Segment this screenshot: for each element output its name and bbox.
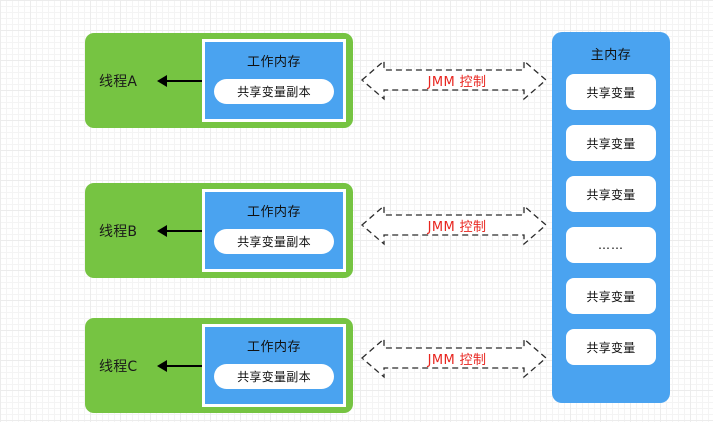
variable-copy-pill-a[interactable]: 共享变量副本 [214, 79, 334, 104]
arrow-head-left-icon [157, 359, 167, 372]
arrow-head-left-icon [157, 74, 167, 87]
arrow-head-left-icon [157, 224, 167, 237]
working-memory-box-a[interactable]: 工作内存 共享变量副本 [202, 39, 346, 122]
thread-label-c: 线程C [99, 358, 138, 375]
jmm-connector-b: JMM 控制 [361, 202, 547, 248]
arrow-shaft [164, 79, 212, 82]
working-memory-title-a: 工作内存 [246, 55, 301, 70]
shared-variable-item[interactable]: 共享变量 [566, 125, 656, 161]
variable-copy-pill-c[interactable]: 共享变量副本 [214, 364, 334, 389]
shared-variable-item[interactable]: …… [566, 227, 656, 263]
jmm-label-b: JMM 控制 [427, 219, 487, 235]
thread-block-a[interactable]: 线程A 工作内存 共享变量副本 [85, 33, 353, 128]
arrow-shaft [164, 229, 212, 232]
main-memory-panel[interactable]: 主内存 共享变量共享变量共享变量……共享变量共享变量 [552, 32, 670, 403]
variable-copy-pill-b[interactable]: 共享变量副本 [214, 229, 334, 254]
jmm-connector-a: JMM 控制 [361, 57, 547, 103]
thread-block-c[interactable]: 线程C 工作内存 共享变量副本 [85, 318, 353, 413]
thread-block-b[interactable]: 线程B 工作内存 共享变量副本 [85, 183, 353, 278]
working-memory-box-c[interactable]: 工作内存 共享变量副本 [202, 324, 346, 407]
thread-label-a: 线程A [99, 73, 138, 90]
working-memory-title-c: 工作内存 [246, 340, 301, 355]
jmm-double-arrow-icon [361, 204, 547, 246]
jmm-label-a: JMM 控制 [427, 74, 487, 90]
thread-label-b: 线程B [99, 223, 138, 240]
working-memory-title-b: 工作内存 [246, 205, 301, 220]
shared-variable-item[interactable]: 共享变量 [566, 329, 656, 365]
jmm-double-arrow-icon [361, 59, 547, 101]
main-memory-title: 主内存 [590, 48, 632, 63]
shared-variable-item[interactable]: 共享变量 [566, 278, 656, 314]
shared-variable-list: 共享变量共享变量共享变量……共享变量共享变量 [566, 74, 656, 389]
working-memory-box-b[interactable]: 工作内存 共享变量副本 [202, 189, 346, 272]
shared-variable-item[interactable]: 共享变量 [566, 74, 656, 110]
jmm-label-c: JMM 控制 [427, 352, 487, 368]
jmm-connector-c: JMM 控制 [361, 335, 547, 381]
shared-variable-item[interactable]: 共享变量 [566, 176, 656, 212]
jmm-double-arrow-icon [361, 337, 547, 379]
arrow-shaft [164, 364, 212, 367]
